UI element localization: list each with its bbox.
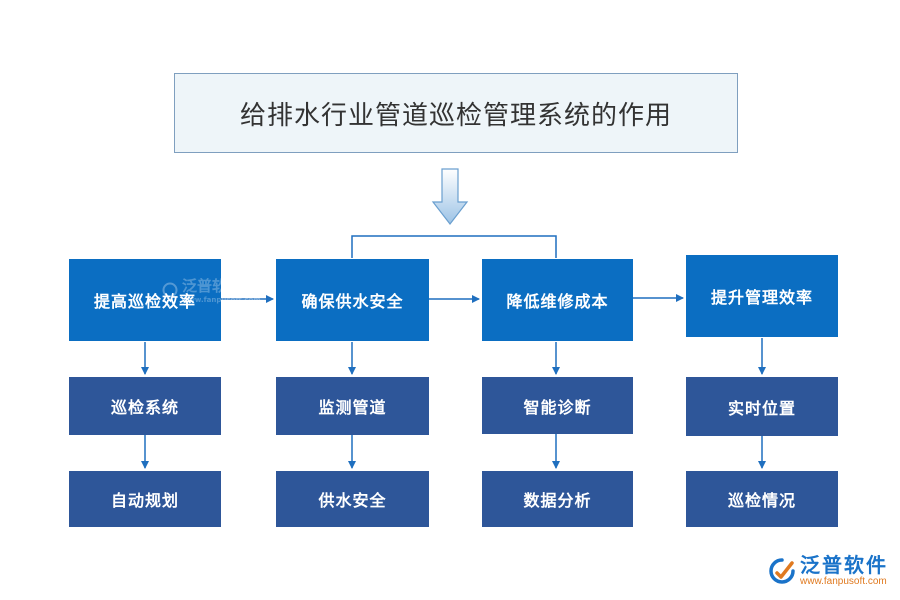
item-box-2-2: 供水安全	[276, 471, 429, 527]
category-box-4: 提升管理效率	[686, 255, 838, 337]
item-box-4-1: 实时位置	[686, 377, 838, 436]
category-box-3: 降低维修成本	[482, 259, 633, 341]
fanpu-logo-icon	[769, 558, 795, 584]
item-box-4-2: 巡检情况	[686, 471, 838, 527]
item-box-2-1: 监测管道	[276, 377, 429, 435]
item-box-3-2: 数据分析	[482, 471, 633, 527]
diagram-title: 给排水行业管道巡检管理系统的作用	[174, 73, 738, 153]
logo-url: www.fanpusoft.com	[800, 576, 887, 587]
fanpu-logo: 泛普软件 www.fanpusoft.com	[768, 554, 888, 588]
watermark-mid-url: www.fanpusoft.com	[182, 296, 261, 304]
fanpu-watermark-icon	[162, 282, 178, 297]
category-box-2: 确保供水安全	[276, 259, 429, 341]
watermark-mid-name: 泛普软件	[182, 277, 243, 295]
item-box-1-2: 自动规划	[69, 471, 221, 527]
bracket-connector	[351, 235, 557, 258]
logo-name: 泛普软件	[800, 553, 888, 577]
category-box-1: 提高巡检效率	[69, 259, 221, 341]
down-arrow-icon	[431, 168, 469, 225]
item-box-1-1: 巡检系统	[69, 377, 221, 435]
item-box-3-1: 智能诊断	[482, 377, 633, 434]
watermark-mid: 泛普软件 www.fanpusoft.com	[162, 275, 261, 304]
